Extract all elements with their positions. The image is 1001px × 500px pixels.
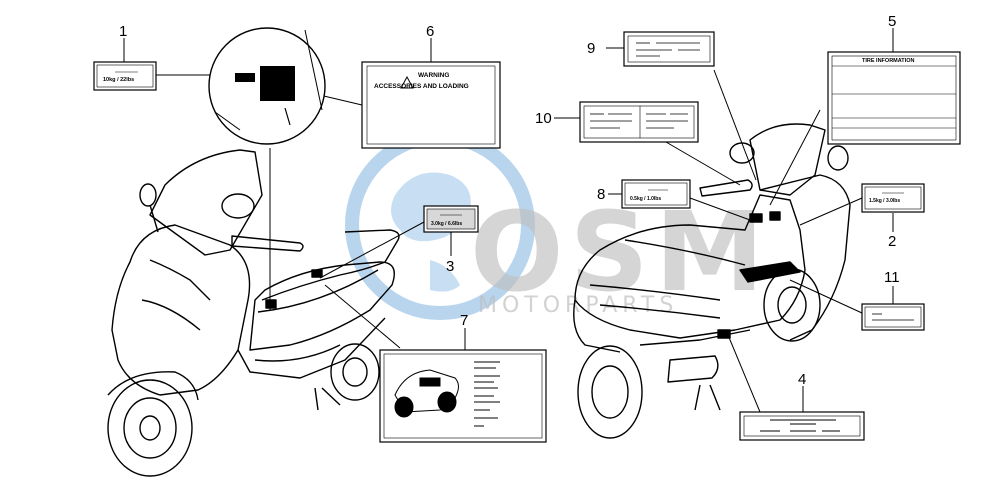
callout-11: 11 (884, 269, 900, 286)
callout-numbers: 1 6 3 7 9 10 5 8 2 11 4 (119, 13, 900, 388)
label-6: WARNING ACCESSORIES AND LOADING (361, 61, 501, 149)
label-3-text: 3.0kg / 6.6lbs (431, 221, 462, 227)
label-8-text: 0.5kg / 1.0lbs (630, 196, 661, 202)
callout-3: 3 (446, 258, 454, 275)
label-10 (579, 101, 699, 143)
watermark-brand: OSM (470, 188, 770, 316)
label-7-text-lines (474, 361, 500, 427)
zoom-detail-circle (208, 27, 326, 145)
scooter-thumbnail-icon (394, 369, 459, 418)
callout-8: 8 (597, 186, 605, 203)
label-9 (623, 31, 715, 67)
label-1-text: 10kg / 22lbs (103, 77, 134, 83)
label-3: 3.0kg / 6.6lbs (423, 205, 479, 233)
callout-7: 7 (460, 312, 468, 329)
label-6-subtitle: ACCESSORIES AND LOADING (374, 83, 469, 90)
callout-6: 6 (426, 23, 434, 40)
callout-9: 9 (587, 40, 595, 57)
label-5-title: TIRE INFORMATION (862, 58, 914, 64)
label-2: 1.5kg / 3.0lbs (861, 183, 925, 213)
label-2-text: 1.5kg / 3.0lbs (869, 198, 900, 204)
callout-1: 1 (119, 23, 127, 40)
callout-4: 4 (798, 371, 806, 388)
callout-10: 10 (535, 110, 552, 127)
osm-watermark: OSM MOTORPARTS (345, 130, 770, 320)
warning-icon (400, 75, 414, 89)
label-7 (379, 349, 547, 443)
watermark-subtitle: MOTORPARTS (478, 293, 678, 318)
label-8: 0.5kg / 1.0lbs (621, 179, 691, 209)
label-5: TIRE INFORMATION (827, 51, 961, 145)
leader-lines (123, 28, 894, 413)
callout-5: 5 (888, 13, 896, 30)
callout-2: 2 (888, 233, 896, 250)
label-6-title: WARNING (418, 72, 449, 79)
scooter-left-illustration (107, 149, 400, 477)
label-4 (739, 411, 865, 441)
label-1: 10kg / 22lbs (93, 61, 157, 91)
label-11 (861, 303, 925, 331)
